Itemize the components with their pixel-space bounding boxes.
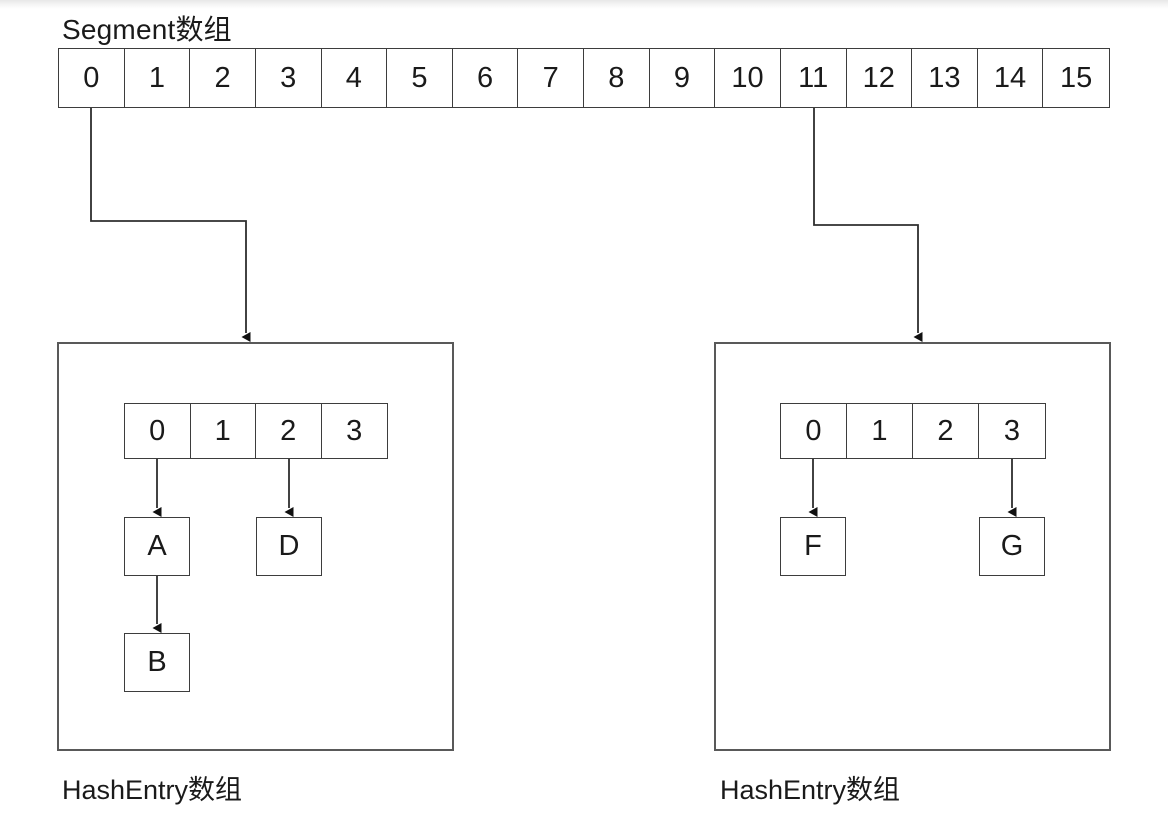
hashentry-node-b[interactable]: B	[124, 633, 190, 692]
segment-cell-6[interactable]: 6	[452, 49, 519, 107]
segment-cell-2[interactable]: 2	[190, 49, 256, 107]
top-gradient-band	[0, 0, 1168, 9]
wire-segment11-to-right-container	[813, 108, 923, 342]
bucket-cell-left-2[interactable]: 2	[256, 404, 322, 458]
bucket-cell-left-1[interactable]: 1	[190, 404, 256, 458]
segment-cell-11[interactable]: 11	[780, 49, 847, 107]
hashentry-node-d[interactable]: D	[256, 517, 322, 576]
hashentry-node-g[interactable]: G	[979, 517, 1045, 576]
hashentry-bucket-array-left: 0 1 2 3	[124, 403, 388, 459]
segment-cell-8[interactable]: 8	[584, 49, 650, 107]
bucket-cell-left-0[interactable]: 0	[125, 404, 191, 458]
hashentry-bucket-array-right: 0 1 2 3	[780, 403, 1046, 459]
segment-cell-10[interactable]: 10	[715, 49, 781, 107]
segment-cell-13[interactable]: 13	[912, 49, 978, 107]
bucket-cell-right-1[interactable]: 1	[847, 404, 913, 458]
bucket-cell-left-3[interactable]: 3	[321, 404, 387, 458]
segment-cell-15[interactable]: 15	[1043, 49, 1109, 107]
segment-array: 0 1 2 3 4 5 6 7 8 9 10 11 12 13 14 15	[58, 48, 1110, 108]
segment-cell-5[interactable]: 5	[387, 49, 453, 107]
bucket-cell-right-2[interactable]: 2	[913, 404, 979, 458]
segment-cell-3[interactable]: 3	[255, 49, 322, 107]
segment-cell-0[interactable]: 0	[59, 49, 125, 107]
segment-cell-9[interactable]: 9	[649, 49, 716, 107]
segment-cell-14[interactable]: 14	[977, 49, 1044, 107]
hashentry-caption-left: HashEntry数组	[62, 775, 243, 805]
segment-cell-12[interactable]: 12	[846, 49, 913, 107]
page-title: Segment数组	[62, 14, 232, 45]
hashentry-caption-right: HashEntry数组	[720, 775, 901, 805]
segment-cell-7[interactable]: 7	[518, 49, 584, 107]
hashentry-node-a[interactable]: A	[124, 517, 190, 576]
bucket-cell-right-0[interactable]: 0	[781, 404, 847, 458]
bucket-cell-right-3[interactable]: 3	[979, 404, 1045, 458]
segment-cell-1[interactable]: 1	[124, 49, 191, 107]
hashentry-node-f[interactable]: F	[780, 517, 846, 576]
wire-segment0-to-left-container	[90, 108, 251, 342]
segment-cell-4[interactable]: 4	[321, 49, 388, 107]
